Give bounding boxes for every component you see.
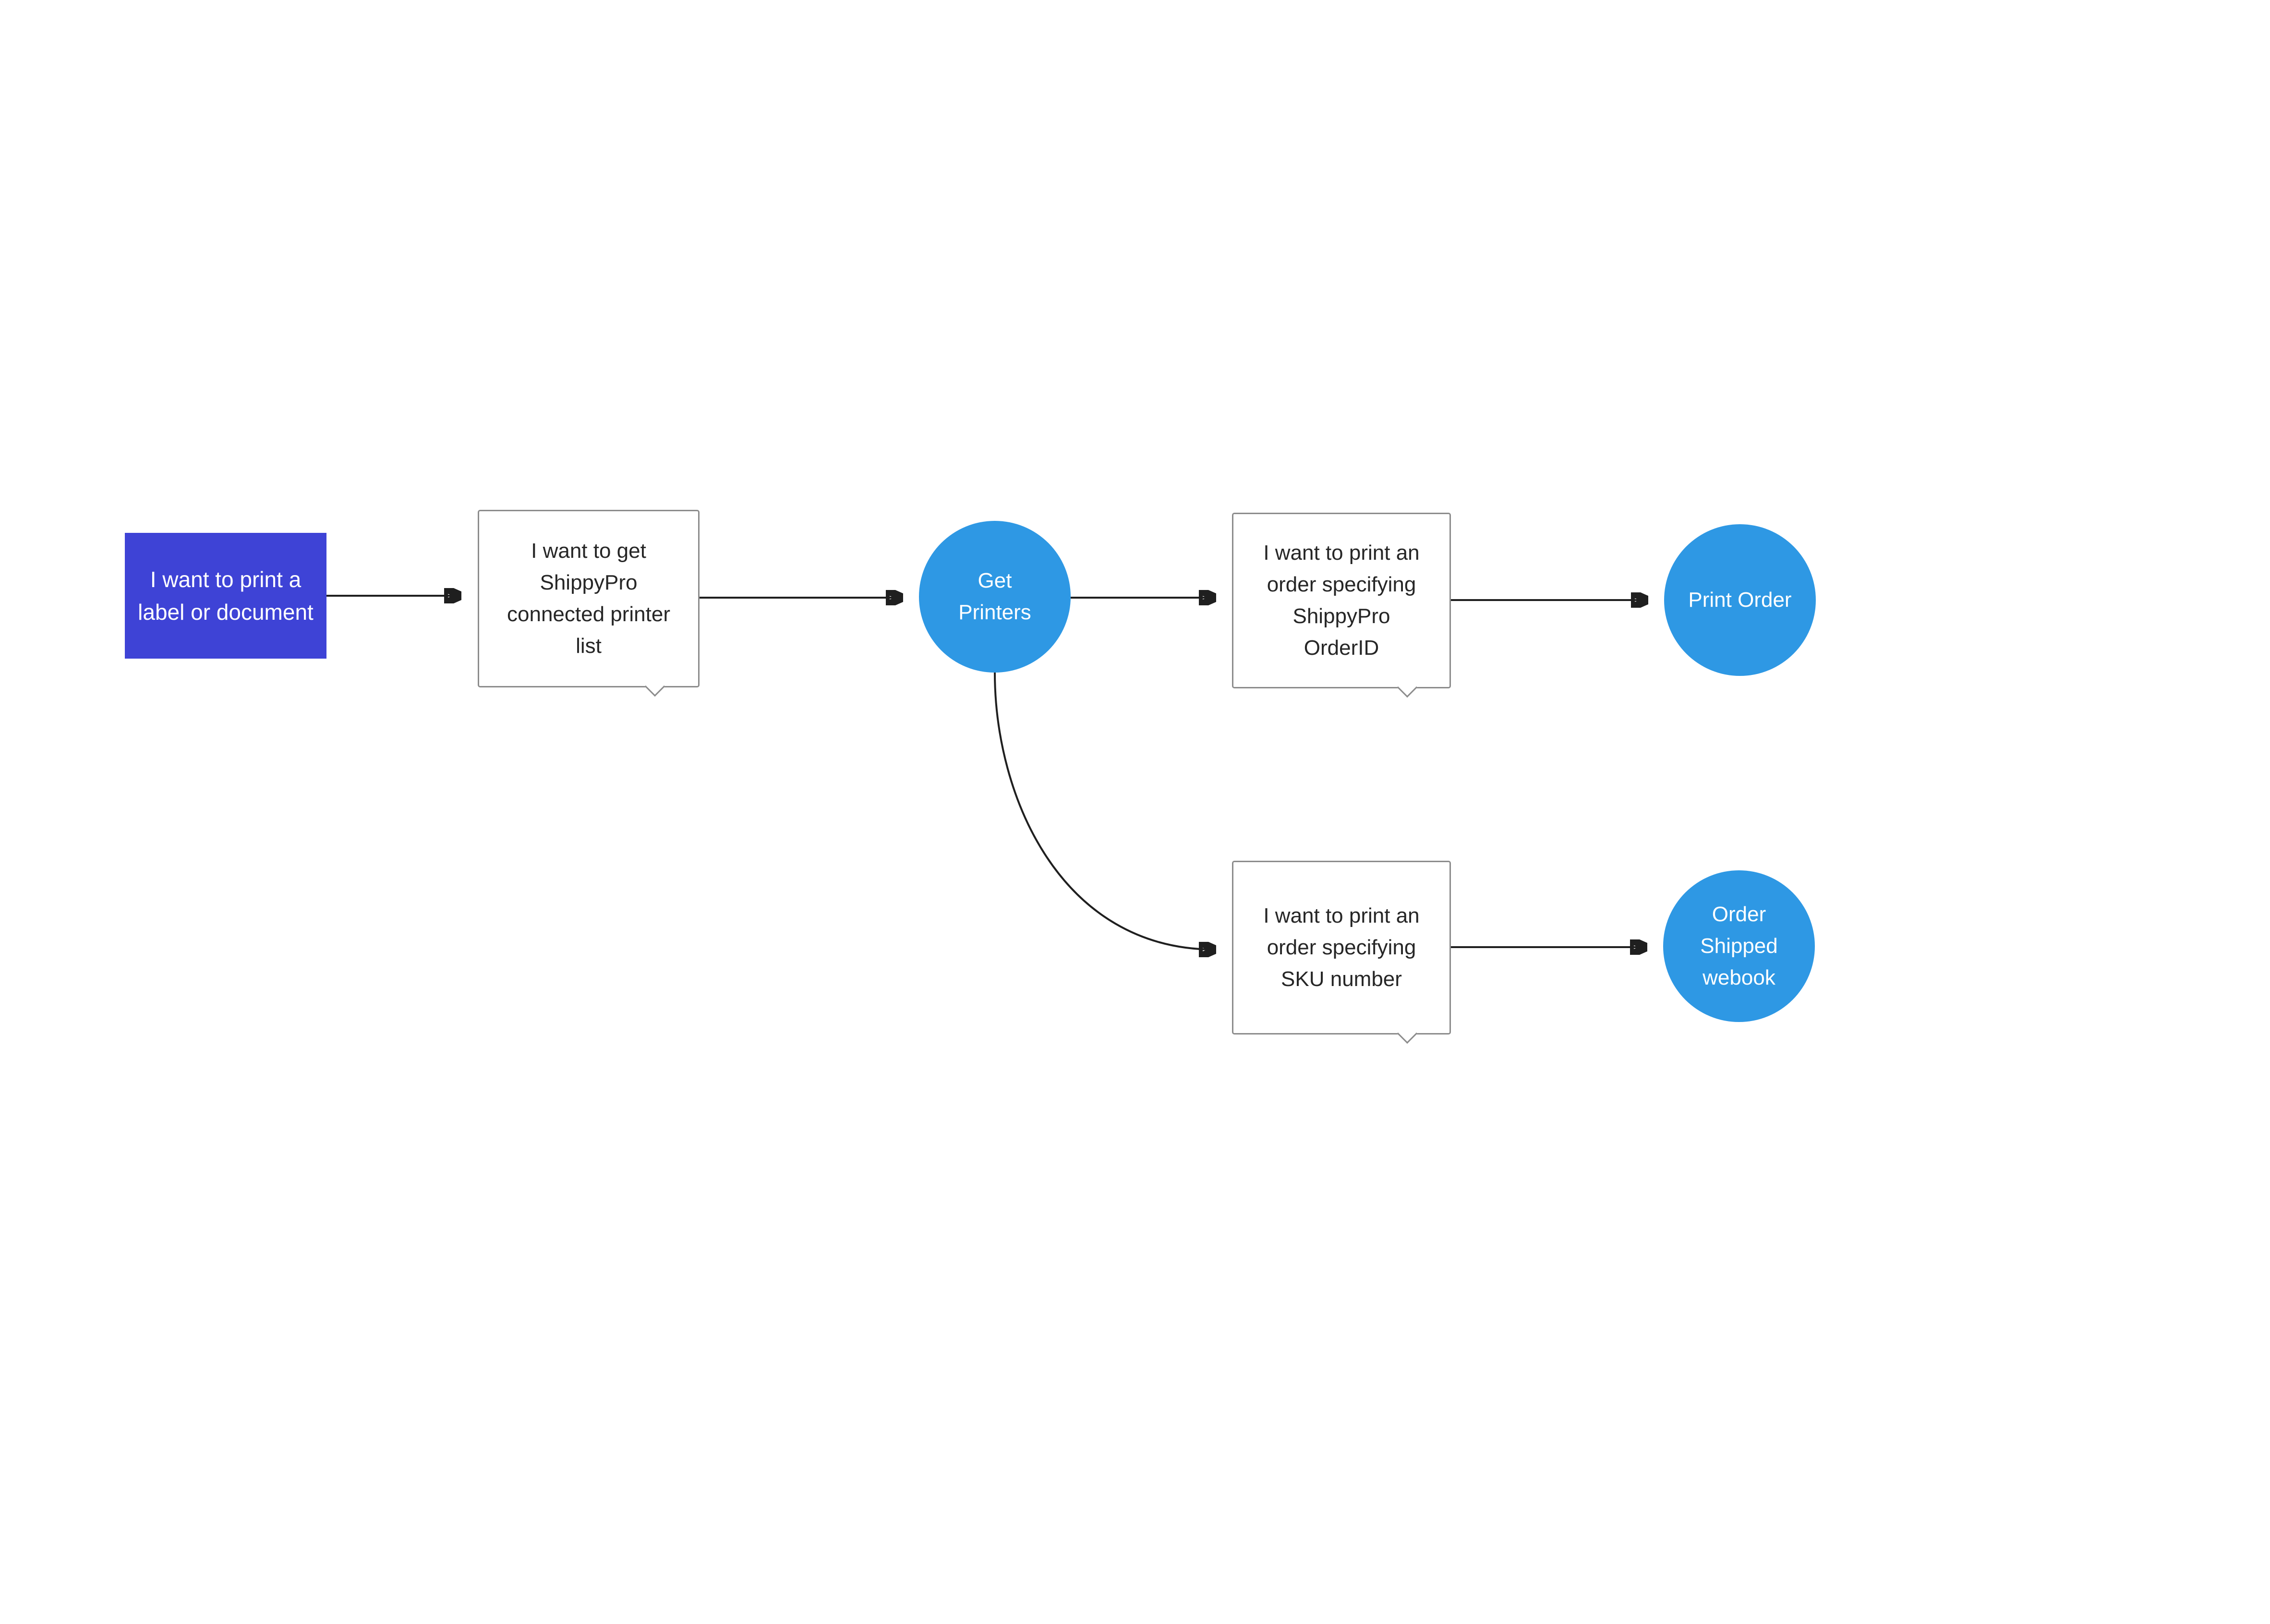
node-start[interactable]: I want to print a label or document <box>125 533 326 659</box>
node-print-order-orderid[interactable]: I want to print an order specifying Ship… <box>1232 513 1451 688</box>
node-get-printers[interactable]: Get Printers <box>919 521 1071 673</box>
node-get-printer-list[interactable]: I want to get ShippyPro connected printe… <box>478 510 700 687</box>
node-get-printer-list-label: I want to get ShippyPro connected printe… <box>507 539 670 658</box>
node-start-label: I want to print a label or document <box>138 566 314 625</box>
node-print-order[interactable]: Print Order <box>1664 524 1816 676</box>
node-print-order-orderid-label: I want to print an order specifying Ship… <box>1263 541 1420 660</box>
connector-get-printers-to-sku <box>994 672 1215 950</box>
node-order-shipped-webhook-label: Order Shipped webook <box>1700 902 1778 989</box>
node-print-order-label: Print Order <box>1688 588 1792 612</box>
node-print-order-sku-label: I want to print an order specifying SKU … <box>1263 904 1420 991</box>
node-get-printers-label: Get Printers <box>958 569 1031 624</box>
node-print-order-sku[interactable]: I want to print an order specifying SKU … <box>1232 861 1451 1035</box>
node-order-shipped-webhook[interactable]: Order Shipped webook <box>1663 870 1815 1022</box>
